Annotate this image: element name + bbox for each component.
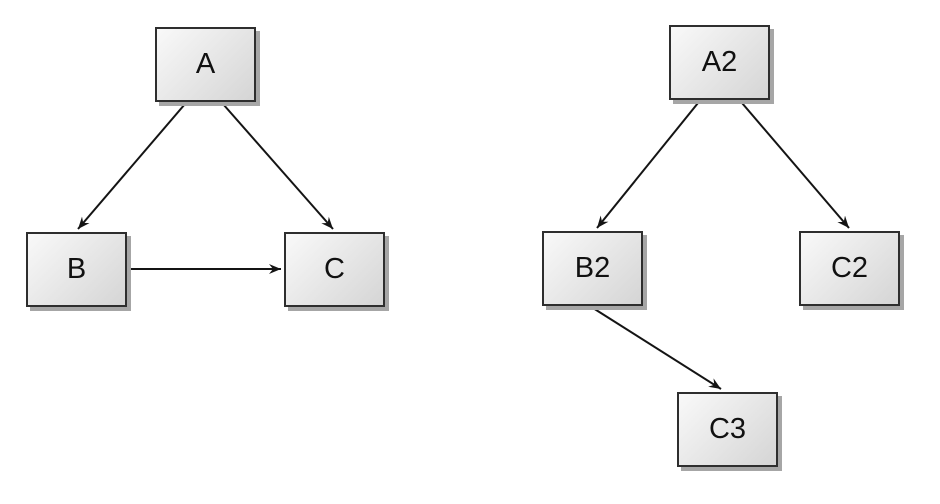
node-a-label: A (195, 48, 216, 80)
edge-A2-C2 (741, 102, 850, 229)
edge-A2-B2 (596, 102, 699, 229)
node-a[interactable]: A (155, 27, 256, 102)
node-a2[interactable]: A2 (669, 25, 770, 100)
node-b-label: B (66, 253, 87, 285)
node-c2[interactable]: C2 (799, 231, 900, 306)
node-c2-label: C2 (830, 252, 869, 284)
node-c-label: C (324, 253, 345, 285)
node-c[interactable]: C (284, 232, 385, 307)
edges-group (77, 102, 850, 390)
node-a2-label: A2 (701, 46, 738, 78)
edge-A-C (222, 103, 334, 230)
node-c3-label: C3 (708, 413, 747, 445)
edge-B2-C3 (592, 307, 722, 390)
node-c3[interactable]: C3 (677, 392, 778, 467)
node-b2[interactable]: B2 (542, 231, 643, 306)
node-b[interactable]: B (26, 232, 127, 307)
node-b2-label: B2 (574, 252, 611, 284)
edge-A-B (77, 103, 186, 230)
